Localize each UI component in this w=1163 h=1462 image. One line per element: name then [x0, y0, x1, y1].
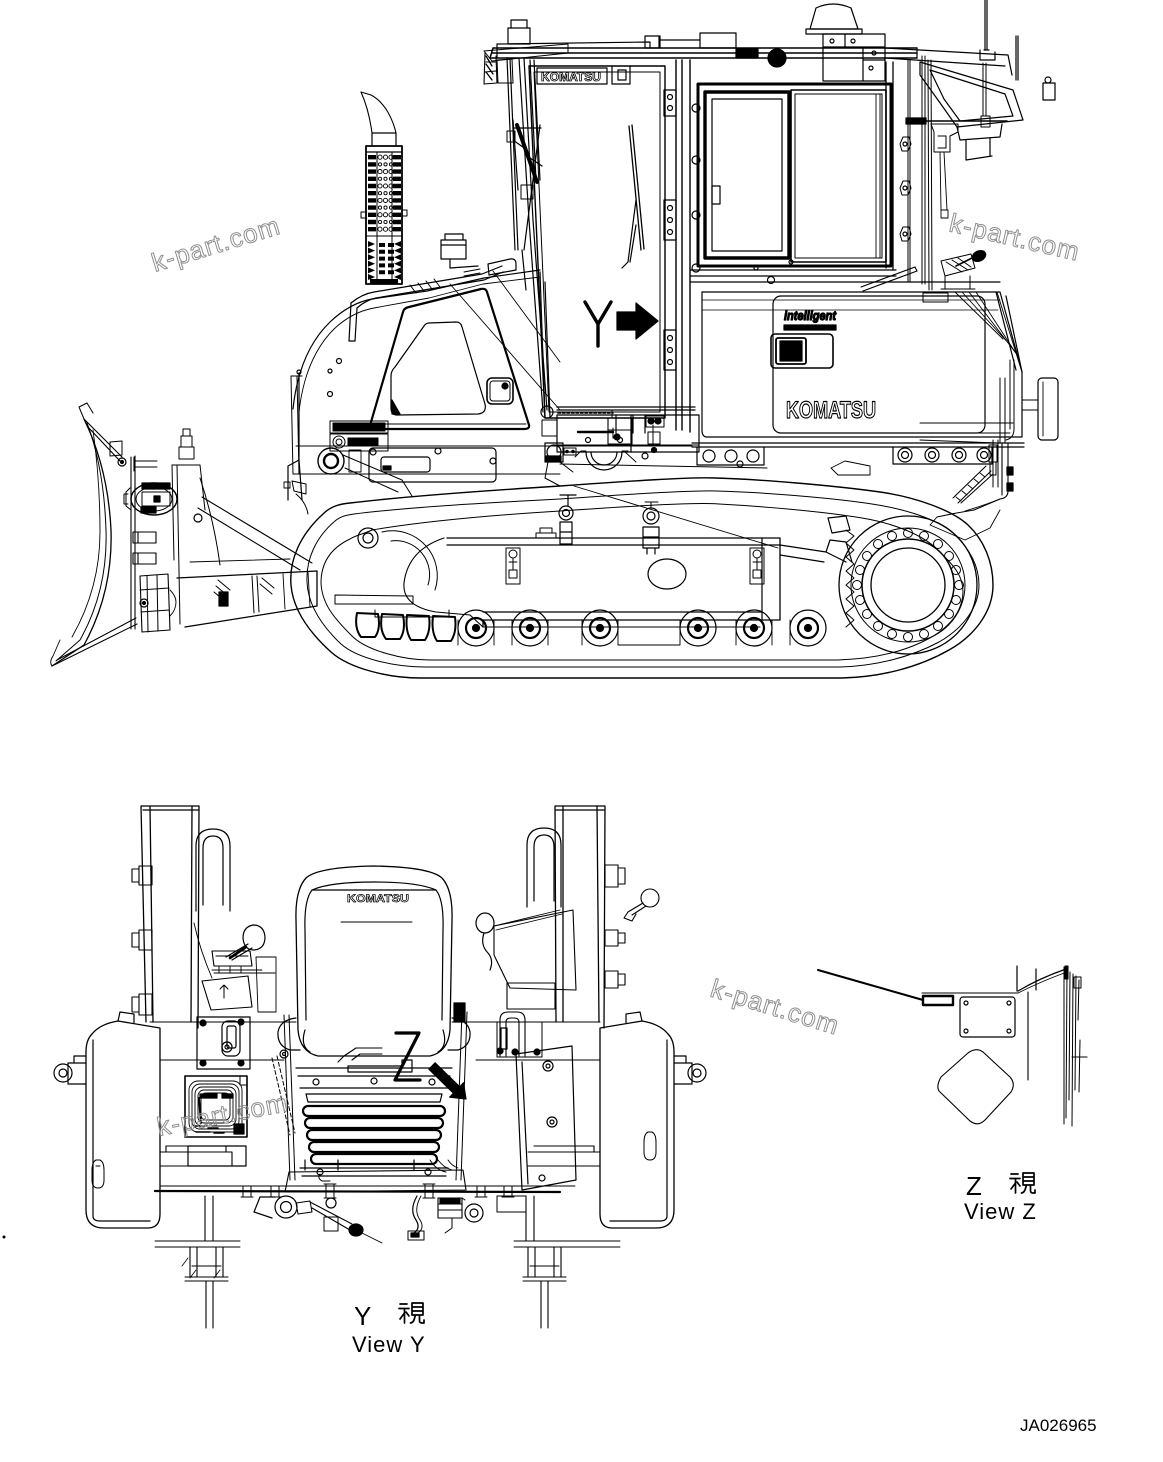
svg-text:JA026965: JA026965 [1020, 1416, 1097, 1435]
svg-text:KOMATSU: KOMATSU [786, 397, 876, 424]
svg-text:View Y: View Y [352, 1332, 426, 1357]
svg-text:Z: Z [966, 1171, 982, 1201]
svg-text:k-part.com: k-part.com [947, 208, 1083, 267]
svg-text:intelligent: intelligent [784, 308, 837, 323]
svg-text:k-part.com: k-part.com [707, 973, 843, 1041]
svg-text:KOMATSU: KOMATSU [541, 70, 601, 84]
svg-text:k-part.com: k-part.com [148, 210, 284, 278]
svg-text:KOMATSU: KOMATSU [347, 893, 409, 905]
svg-text:Y: Y [354, 1301, 371, 1331]
svg-text:View Z: View Z [964, 1199, 1037, 1224]
